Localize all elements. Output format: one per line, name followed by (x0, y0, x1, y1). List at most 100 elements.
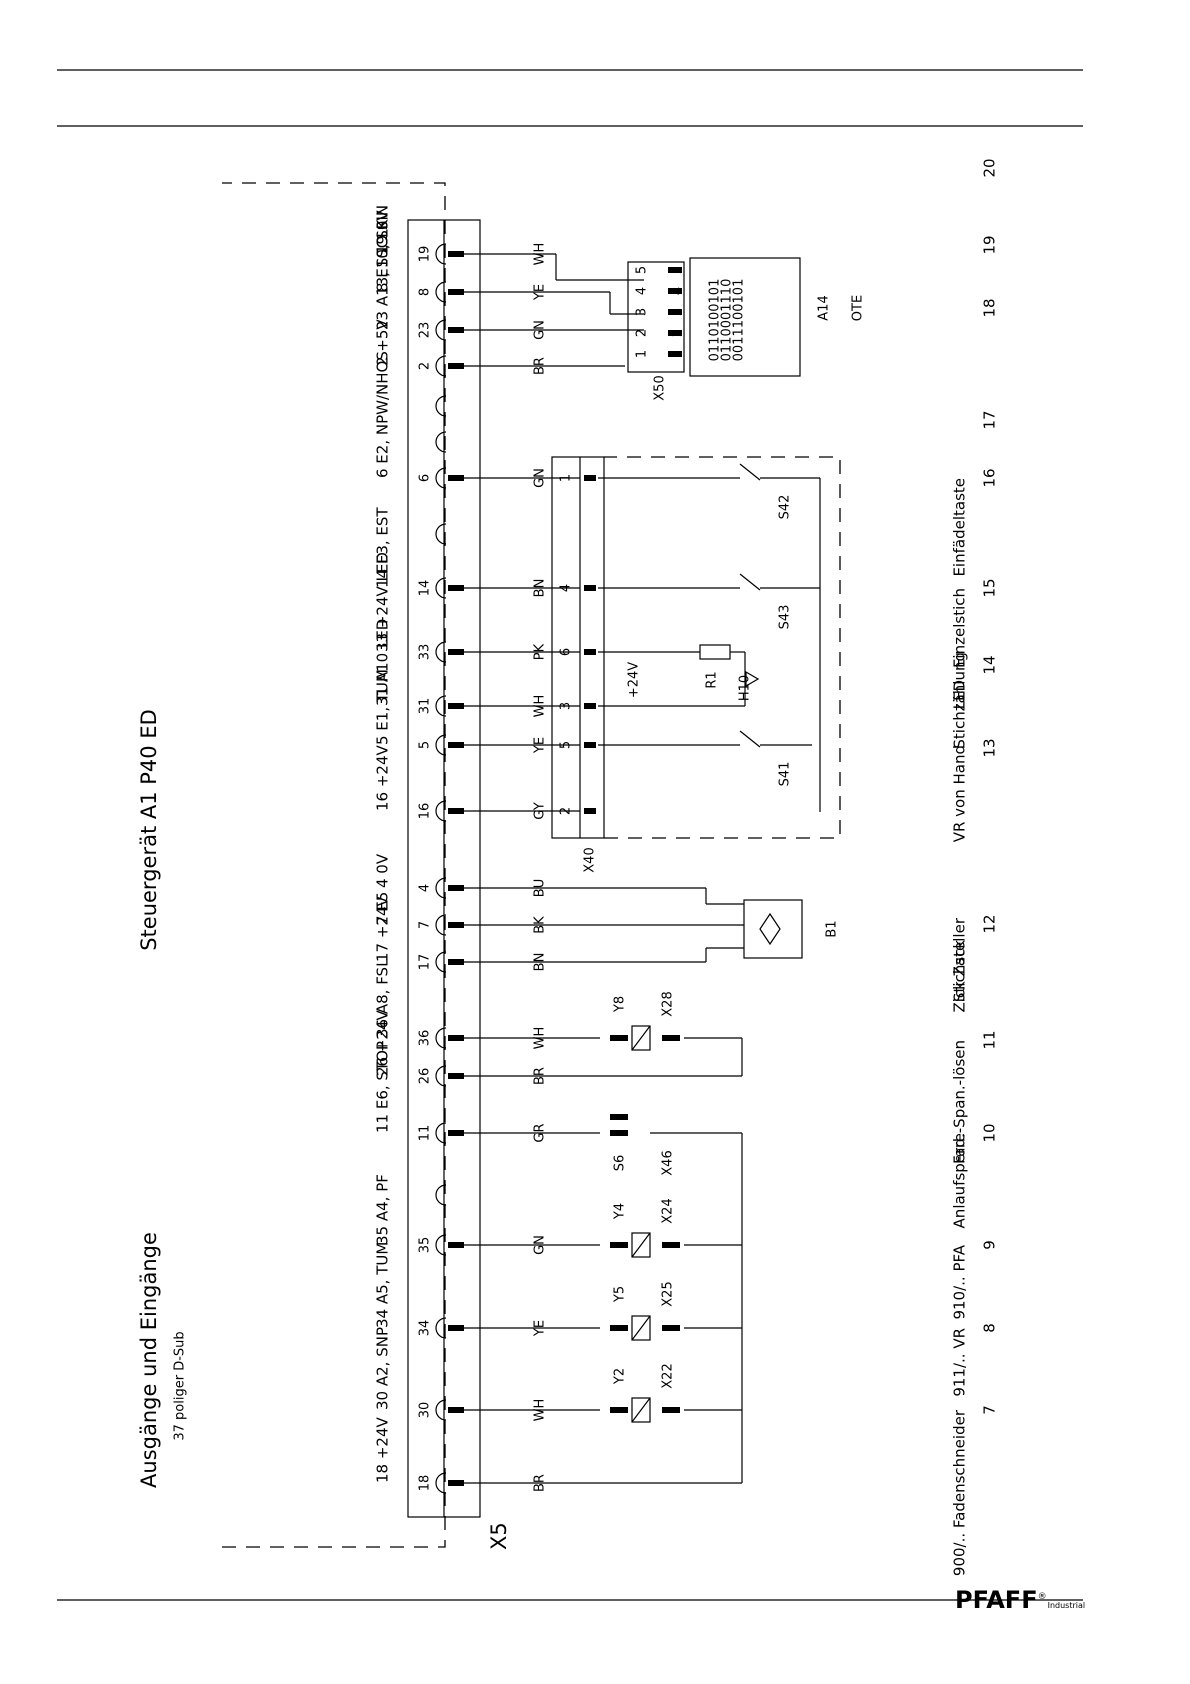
s6-label: S6 (613, 1155, 628, 1172)
pin-contact-6 (448, 475, 464, 481)
x50-connector-body (627, 261, 685, 373)
pin-label-26: 26 +24V (374, 1009, 392, 1076)
pin-socket-19 (435, 243, 447, 265)
empty-socket-3 (435, 1184, 447, 1206)
b1-label: B1 (825, 920, 840, 937)
pin-number-4: 4 (418, 884, 433, 892)
s41-label: S41 (778, 762, 793, 787)
brand-registered-mark: ® (1037, 1592, 1047, 1602)
y8-label: Y8 (613, 996, 628, 1013)
pin-number-14: 14 (418, 580, 433, 597)
column-number-18: 18 (981, 298, 999, 317)
pin-number-2: 2 (418, 362, 433, 370)
column-number-11: 11 (981, 1030, 999, 1049)
function-label-9: 910/.. PFA (951, 1244, 969, 1319)
pin-label-30: 30 A2, SNP (374, 1327, 392, 1410)
a14-label: A14 (817, 295, 832, 320)
x50-pin-1: 1 (635, 350, 650, 358)
x50-pin-2: 2 (635, 329, 650, 337)
brand-tag: Industrial (1047, 1601, 1086, 1610)
diagram-title: Steuergerät A1 P40 ED (137, 709, 161, 951)
y2-coil-diag (631, 1397, 651, 1423)
pin-label-17: 17 +24V (374, 895, 392, 962)
pin-socket-18 (435, 1472, 447, 1494)
pin-number-5: 5 (418, 741, 433, 749)
s42-label: S42 (778, 495, 793, 520)
h10-label: H10 (738, 675, 753, 701)
function-label-0: Einfädeltaste (951, 478, 969, 577)
function-label-4: VR von Hand (951, 745, 969, 842)
pin-number-33: 33 (418, 644, 433, 661)
function-label-3: LED (951, 680, 969, 709)
function-label-11: 900/.. Fadenschneider (951, 1409, 969, 1576)
r1-label: R1 (705, 671, 720, 688)
pin-contact-11 (448, 1130, 464, 1136)
pin-label-6: 6 E2, NPW/NHOS (374, 351, 392, 478)
pin-label-16: 16 +24V (374, 744, 392, 811)
function-label-5: Stichsteller (951, 917, 969, 1002)
pin-contact-4 (448, 885, 464, 891)
x50-pin-5: 5 (635, 266, 650, 274)
x40-contact-4 (584, 585, 596, 591)
y2-conn-label: X22 (661, 1363, 676, 1388)
pin-socket-8 (435, 281, 447, 303)
pin-number-34: 34 (418, 1320, 433, 1337)
pin-contact-8 (448, 289, 464, 295)
control-unit-outline (222, 182, 446, 1548)
function-label-6: Zick Zack (951, 940, 969, 1013)
connector-x5-label: X5 (487, 1522, 511, 1550)
pin-label-34: 34 A5, TUM (374, 1242, 392, 1328)
pin-socket-2 (435, 355, 447, 377)
y8-pin-b (662, 1035, 680, 1041)
pin-contact-35 (448, 1242, 464, 1248)
s6-pin (610, 1130, 628, 1136)
column-number-14: 14 (981, 655, 999, 674)
y5-pin-a (610, 1325, 628, 1331)
pin-socket-7 (435, 914, 447, 936)
a14-bits-0: 0110100101 (708, 279, 723, 362)
b1-sensor-icon (759, 912, 781, 946)
y5-label: Y5 (613, 1286, 628, 1303)
pin-label-35: 35 A4, PF (374, 1174, 392, 1245)
x50-pin-3: 3 (635, 308, 650, 316)
a14-module-body (689, 257, 801, 377)
function-label-8: Anlaufsperre (951, 1133, 969, 1228)
a14-contact-2 (668, 330, 682, 336)
column-number-10: 10 (981, 1123, 999, 1142)
a14-contact-5 (668, 267, 682, 273)
y8-conn-label: X28 (661, 991, 676, 1016)
pin-socket-6 (435, 467, 447, 489)
pin-socket-16 (435, 800, 447, 822)
empty-socket-1 (435, 431, 447, 453)
empty-socket-2 (435, 523, 447, 545)
pin-socket-36 (435, 1027, 447, 1049)
pin-contact-2 (448, 363, 464, 369)
pin-socket-4 (435, 877, 447, 899)
pin-socket-5 (435, 734, 447, 756)
y2-label: Y2 (613, 1368, 628, 1385)
y2-pin-a (610, 1407, 628, 1413)
pin-number-30: 30 (418, 1402, 433, 1419)
pin-label-7: 7 E5 (374, 892, 392, 925)
pin-contact-18 (448, 1480, 464, 1486)
pin-number-36: 36 (418, 1030, 433, 1047)
column-number-19: 19 (981, 235, 999, 254)
a14-contact-4 (668, 288, 682, 294)
pin-number-7: 7 (418, 921, 433, 929)
column-number-12: 12 (981, 914, 999, 933)
y4-label: Y4 (613, 1203, 628, 1220)
pin-contact-31 (448, 703, 464, 709)
b1-body (743, 899, 803, 959)
pin-number-19: 19 (418, 246, 433, 263)
s41-contact (739, 730, 761, 748)
y2-coil (631, 1397, 651, 1423)
pin-label-23: 23 A13, SSCLK (374, 218, 392, 330)
pin-label-36: 36 A8, FSL (374, 958, 392, 1038)
pin-number-23: 23 (418, 322, 433, 339)
diagram-subtitle-2: 37 poliger D-Sub (173, 1331, 188, 1440)
x40-contact-1 (584, 475, 596, 481)
pin-socket-26 (435, 1065, 447, 1087)
y4-coil (631, 1232, 651, 1258)
pin-socket-31 (435, 695, 447, 717)
